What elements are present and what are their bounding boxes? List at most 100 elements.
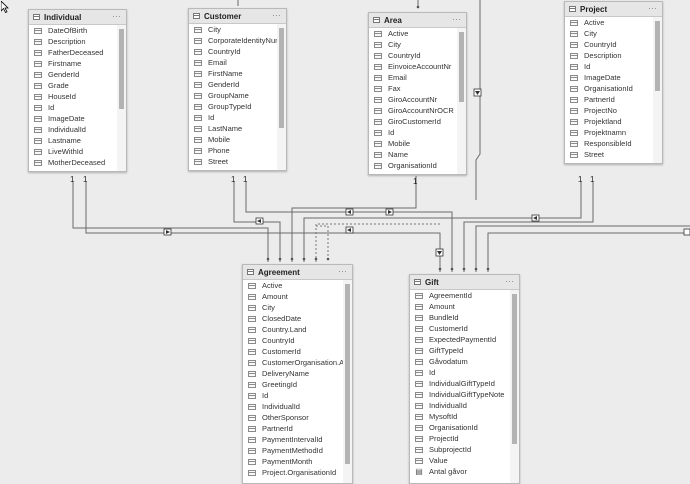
field-row[interactable]: Active [243, 280, 343, 291]
table-header[interactable]: Project ··· [565, 2, 662, 17]
field-row[interactable]: Firstname [29, 58, 117, 69]
field-row[interactable]: HouseId [29, 91, 117, 102]
field-row[interactable]: Active [369, 28, 457, 39]
field-row[interactable]: Email [369, 72, 457, 83]
field-row[interactable]: ▤Antal gåvor [410, 466, 510, 477]
field-row[interactable]: ClosedDate [243, 313, 343, 324]
field-row[interactable]: City [369, 39, 457, 50]
field-row[interactable]: GenderId [189, 79, 277, 90]
field-row[interactable]: Lastname [29, 135, 117, 146]
field-row[interactable]: Description [29, 36, 117, 47]
field-row[interactable]: PaymentIntervalId [243, 434, 343, 445]
table-header[interactable]: Customer ··· [189, 9, 286, 24]
table-header[interactable]: Area ··· [369, 13, 466, 28]
field-row[interactable]: City [565, 28, 653, 39]
field-row[interactable]: PartnerId [565, 94, 653, 105]
scrollbar-thumb[interactable] [459, 32, 464, 102]
ellipsis-icon[interactable]: ··· [112, 11, 121, 21]
scrollbar[interactable] [457, 28, 466, 174]
field-row[interactable]: MotherDeceased [29, 157, 117, 168]
field-row[interactable]: GroupTypeId [189, 101, 277, 112]
field-row[interactable]: Project.OrganisationId [243, 467, 343, 478]
field-row[interactable]: Id [369, 127, 457, 138]
field-row[interactable]: Street [565, 149, 653, 160]
field-row[interactable]: DeliveryName [243, 368, 343, 379]
field-row[interactable]: PartnerId [243, 423, 343, 434]
field-row[interactable]: OrganisationId [410, 422, 510, 433]
field-row[interactable]: City [189, 24, 277, 35]
field-row[interactable]: Id [243, 390, 343, 401]
field-row[interactable]: GroupName [189, 90, 277, 101]
field-row[interactable]: FirstName [189, 68, 277, 79]
field-row[interactable]: LastName [189, 123, 277, 134]
table-card-customer[interactable]: Customer ··· CityCorporateIdentityNumber… [188, 8, 287, 171]
ellipsis-icon[interactable]: ··· [648, 3, 657, 13]
scrollbar-thumb[interactable] [119, 29, 124, 109]
field-row[interactable]: Name [369, 149, 457, 160]
field-row[interactable]: SubprojectId [410, 444, 510, 455]
scrollbar-thumb[interactable] [512, 294, 517, 444]
ellipsis-icon[interactable]: ··· [338, 266, 347, 276]
table-header[interactable]: Agreement ··· [243, 265, 352, 280]
field-row[interactable]: OrganisationId [565, 83, 653, 94]
scrollbar[interactable] [510, 290, 519, 483]
field-row[interactable]: IndividualGiftTypeNote [410, 389, 510, 400]
field-row[interactable]: Id [189, 112, 277, 123]
field-row[interactable]: Value [410, 455, 510, 466]
field-row[interactable]: EinvoiceAccountNr [369, 61, 457, 72]
field-row[interactable]: FatherDeceased [29, 47, 117, 58]
field-row[interactable]: Country.Land [243, 324, 343, 335]
scrollbar-thumb[interactable] [345, 284, 350, 464]
field-row[interactable]: Active [565, 17, 653, 28]
field-row[interactable]: ResponsibleId [565, 138, 653, 149]
field-row[interactable]: GreetingId [243, 379, 343, 390]
scrollbar-thumb[interactable] [279, 28, 284, 128]
field-row[interactable]: Phone [189, 145, 277, 156]
field-row[interactable]: DateOfBirth [29, 25, 117, 36]
table-header[interactable]: Individual ··· [29, 10, 126, 25]
scrollbar[interactable] [343, 280, 352, 483]
field-row[interactable]: Amount [410, 301, 510, 312]
field-row[interactable]: GiroAccountNr [369, 94, 457, 105]
table-header[interactable]: Gift ··· [410, 275, 519, 290]
field-row[interactable]: BundleId [410, 312, 510, 323]
field-row[interactable]: Mobile [369, 138, 457, 149]
field-row[interactable]: CustomerOrganisation.AreaId [243, 357, 343, 368]
field-row[interactable]: Projektnamn [565, 127, 653, 138]
field-row[interactable]: Gåvodatum [410, 356, 510, 367]
field-row[interactable]: Street [189, 156, 277, 167]
field-row[interactable]: CustomerId [243, 346, 343, 357]
field-row[interactable]: Amount [243, 291, 343, 302]
field-row[interactable]: PaymentMonth [243, 456, 343, 467]
field-row[interactable]: ImageDate [565, 72, 653, 83]
field-row[interactable]: City [243, 302, 343, 313]
scrollbar[interactable] [277, 24, 286, 170]
field-row[interactable]: IndividualId [243, 401, 343, 412]
field-row[interactable]: OrganisationId [369, 160, 457, 171]
field-row[interactable]: CustomerId [410, 323, 510, 334]
field-row[interactable]: CountryId [565, 39, 653, 50]
field-row[interactable]: LiveWithId [29, 146, 117, 157]
field-row[interactable]: Fax [369, 83, 457, 94]
field-row[interactable]: Id [565, 61, 653, 72]
ellipsis-icon[interactable]: ··· [272, 10, 281, 20]
field-row[interactable]: MysoftId [410, 411, 510, 422]
field-row[interactable]: IndividualId [410, 400, 510, 411]
field-row[interactable]: ImageDate [29, 113, 117, 124]
field-row[interactable]: GiftTypeId [410, 345, 510, 356]
scrollbar[interactable] [117, 25, 126, 171]
field-row[interactable]: ExpectedPaymentId [410, 334, 510, 345]
scrollbar-thumb[interactable] [655, 21, 660, 91]
field-row[interactable]: CountryId [243, 335, 343, 346]
field-row[interactable]: Description [565, 50, 653, 61]
field-row[interactable]: GiroAccountNrOCR [369, 105, 457, 116]
field-row[interactable]: Projektland [565, 116, 653, 127]
field-row[interactable]: AgreementId [410, 290, 510, 301]
field-row[interactable]: Id [29, 102, 117, 113]
field-row[interactable]: Mobile [189, 134, 277, 145]
field-row[interactable]: ProjectId [410, 433, 510, 444]
